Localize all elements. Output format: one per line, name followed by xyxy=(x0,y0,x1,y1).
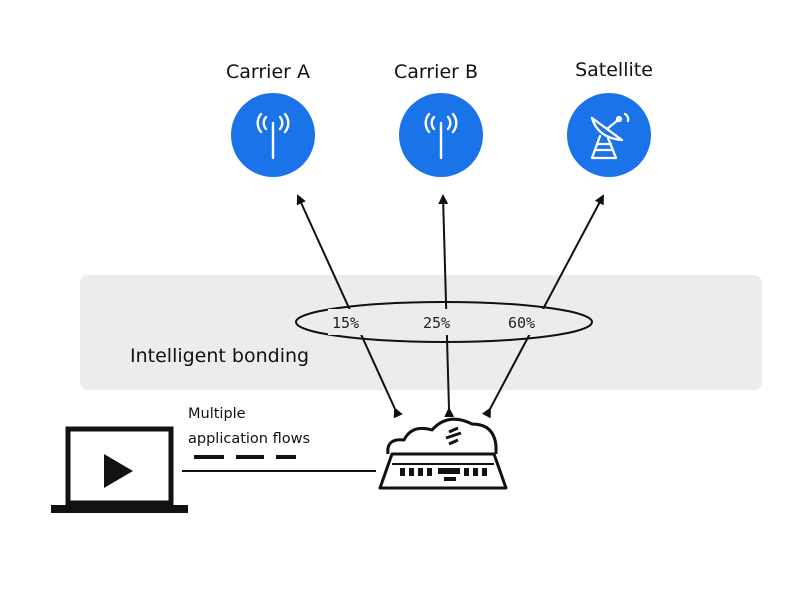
bonding-ellipse xyxy=(295,301,593,343)
share-carrier-a: 15% xyxy=(332,314,359,332)
share-carrier-b: 25% xyxy=(423,314,450,332)
link-satellite xyxy=(481,194,604,419)
flows-label-line1: Multiple xyxy=(188,406,246,422)
carrier-b-node: Carrier B xyxy=(394,61,483,177)
flows-label-line2: application flows xyxy=(188,431,310,447)
carrier-a-label: Carrier A xyxy=(226,61,310,83)
cell-tower-icon xyxy=(424,112,458,160)
bonding-label: Intelligent bonding xyxy=(130,345,309,367)
cell-tower-icon xyxy=(256,112,290,160)
satellite-label: Satellite xyxy=(575,59,653,81)
laptop-video-icon xyxy=(51,426,188,513)
satellite-node: Satellite xyxy=(567,59,653,177)
carrier-a-node: Carrier A xyxy=(226,61,315,177)
link-carrier-a xyxy=(296,194,403,419)
carrier-b-label: Carrier B xyxy=(394,61,478,83)
satellite-dish-icon xyxy=(590,112,630,160)
share-satellite: 60% xyxy=(508,314,535,332)
router-cloud-icon xyxy=(378,417,508,490)
